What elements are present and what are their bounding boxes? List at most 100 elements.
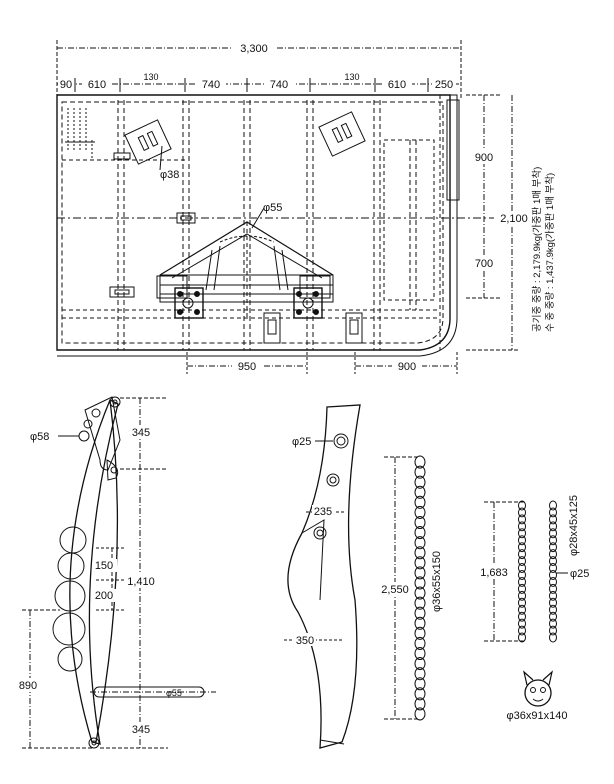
note-water-weight: 수 중 중량 : 1,437.9kg(가중판 1매 부착) [544,173,556,332]
chain-link [518,604,526,615]
chain-link [518,542,526,553]
plate-slot [180,215,192,221]
chain-link [549,542,557,553]
chain-link [414,465,426,479]
arm-pin-top-inner [112,399,118,405]
chain-link [518,528,526,539]
arm-side-hole [110,466,118,474]
chain-link [518,556,526,567]
bottom-plate-slot [267,319,277,335]
arm-side-lug [106,459,119,481]
dim-1683: 1,683 [480,567,508,579]
dim-2100-vertical: 2,100 [500,213,528,225]
dim-seg-610-right: 610 [388,79,406,91]
dim-345-top: 345 [132,427,150,439]
chain-link [414,586,426,600]
blade-hole [313,526,327,540]
chain-link [414,596,426,610]
label-chain-long-spec: φ36x55x150 [431,551,443,612]
plate-slot [114,289,130,295]
chain-link [549,556,557,567]
chain-link [414,646,426,661]
dim-950: 950 [238,361,256,373]
chain-link [414,495,426,509]
plate [109,286,135,298]
dim-700-vertical: 700 [475,258,493,270]
dim-seg-130-right: 130 [344,72,359,82]
arm-cutout [52,612,86,646]
chain-link [549,611,557,622]
arm-hole [91,408,101,418]
chain-link [549,521,557,532]
dim-seg-740-left: 740 [202,79,220,91]
chain-link [414,526,426,540]
dim-900-horizontal: 900 [398,361,416,373]
chain-link [414,707,426,721]
rotated-plate-right [318,111,366,157]
dim-200: 200 [95,590,113,602]
vertical-members [117,100,417,350]
chain-link [549,604,557,615]
leader-phi38 [159,145,163,171]
chain-link [414,576,426,590]
chain-link [518,597,526,608]
leader-phi55-top [251,207,265,229]
bolted-block-right [293,275,331,319]
chain-link [414,667,426,681]
bottom-plate [263,312,281,344]
chain-link [414,455,426,469]
label-phi25-chain: φ25 [570,568,589,580]
arm-cutout [54,580,86,612]
chain-link [414,515,426,530]
arm-hole [83,419,93,429]
label-phi58: φ58 [30,431,49,443]
dim-150: 150 [95,560,113,572]
plate [176,212,196,224]
right-hinge-plate [446,99,460,201]
chain-link [549,632,557,643]
chain-link [414,606,426,620]
label-phi38: φ38 [160,169,179,181]
chain-link [518,500,526,511]
dim-seg-740-right: 740 [270,79,288,91]
right-panel-hidden [383,139,435,301]
shackle-icon [522,670,554,707]
dim-seg-610-left: 610 [88,79,106,91]
chain-link [518,507,526,518]
dim-890: 890 [19,680,37,692]
label-phi55-rod: φ55 [166,688,182,698]
blade-hole-phi25 [333,433,349,449]
chain-link [518,563,526,574]
bottom-plate-slot [349,319,359,335]
chain-link [414,626,426,640]
label-shackle-spec: φ36x91x140 [507,710,568,722]
blade-outline [287,404,361,749]
arm-hole-phi58 [78,430,90,442]
label-phi55-top: φ55 [263,202,282,214]
short-chains: 1,683 φ28x45x125 φ25 φ36x91x140 [476,495,589,722]
dim-350: 350 [296,635,314,647]
blade-hole [326,473,340,487]
right-rail [57,94,458,357]
chain-link [549,583,557,594]
chain-link [549,563,557,574]
chain-link [518,625,526,636]
blade-tip-edge [319,739,345,745]
chain-link [518,549,526,560]
chain-link [518,535,526,546]
chain-link [414,697,426,711]
dim-seg-250: 250 [435,79,453,91]
chain-link [414,636,426,650]
note-air-weight: 공기중 중량 : 2,179.9kg(가중판 1매 부착) [531,167,543,332]
chain-link [518,576,526,587]
chain-links-short-a [518,500,526,643]
chain-link [518,521,526,532]
arm-pin-top [109,396,121,408]
chain-link [414,505,426,519]
chain-link [414,657,426,671]
arm-detail: φ55 φ58 345 1,410 345 150 200 890 [14,396,216,749]
chain-link [518,590,526,601]
chain-link [414,566,426,580]
